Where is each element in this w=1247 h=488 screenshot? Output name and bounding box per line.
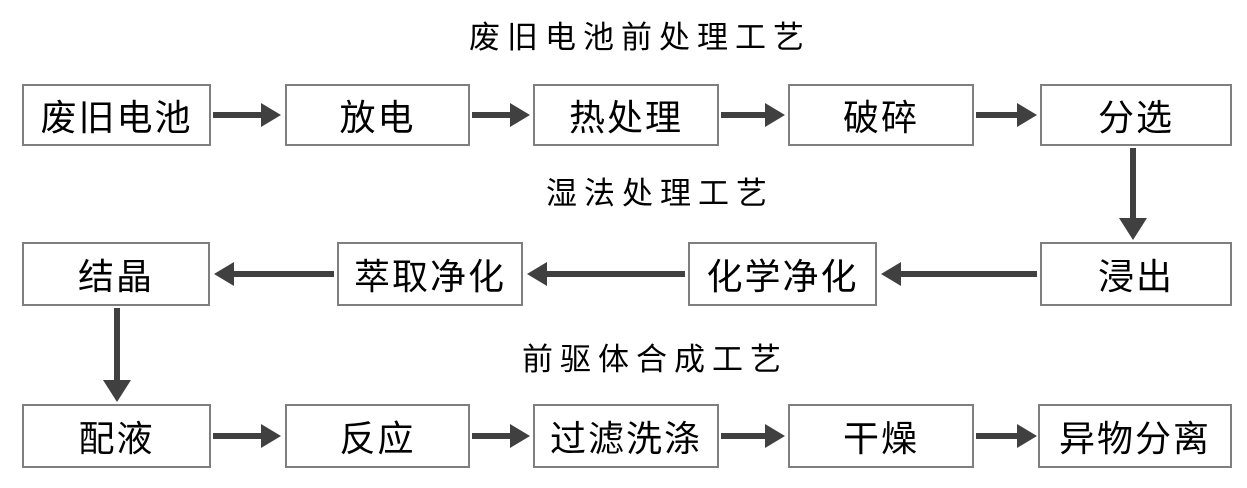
section-title-pretreatment: 废旧电池前处理工艺 bbox=[469, 20, 811, 56]
arrow-head bbox=[261, 424, 281, 448]
arrow-head bbox=[765, 103, 785, 127]
flow-box-reaction: 反应 bbox=[285, 404, 470, 468]
arrow-shaft bbox=[230, 271, 334, 277]
section-title-wet-processing: 湿法处理工艺 bbox=[546, 176, 774, 212]
arrow-head bbox=[1017, 424, 1037, 448]
arrow-shaft bbox=[976, 112, 1021, 118]
arrow-head bbox=[510, 103, 530, 127]
arrow-head bbox=[527, 262, 547, 286]
arrow-head bbox=[1017, 103, 1037, 127]
arrow-head bbox=[510, 424, 530, 448]
arrow-left-icon bbox=[881, 262, 1037, 286]
section-title-precursor-synthesis: 前驱体合成工艺 bbox=[522, 342, 788, 378]
arrow-right-icon bbox=[976, 424, 1037, 448]
arrow-right-icon bbox=[721, 424, 785, 448]
arrow-right-icon bbox=[213, 424, 281, 448]
arrow-right-icon bbox=[472, 103, 530, 127]
flow-box-waste-battery: 废旧电池 bbox=[22, 84, 211, 146]
arrow-shaft bbox=[897, 271, 1037, 277]
flow-box-solution-preparation: 配液 bbox=[22, 404, 211, 468]
flow-box-crushing: 破碎 bbox=[788, 84, 974, 146]
arrow-head bbox=[881, 262, 901, 286]
arrow-head bbox=[1119, 218, 1147, 240]
arrow-shaft bbox=[543, 271, 685, 277]
arrow-shaft bbox=[976, 433, 1021, 439]
arrow-head bbox=[214, 262, 234, 286]
arrow-shaft bbox=[721, 433, 769, 439]
arrow-head bbox=[103, 380, 131, 402]
arrow-shaft bbox=[1130, 148, 1136, 222]
arrow-down-icon bbox=[1119, 148, 1147, 240]
arrow-right-icon bbox=[721, 103, 785, 127]
arrow-right-icon bbox=[472, 424, 530, 448]
flow-box-discharge: 放电 bbox=[285, 84, 470, 146]
arrow-shaft bbox=[114, 308, 120, 384]
flow-box-heat-treatment: 热处理 bbox=[533, 84, 719, 146]
arrow-shaft bbox=[213, 112, 265, 118]
flow-box-foreign-matter-separation: 异物分离 bbox=[1038, 404, 1232, 468]
flow-box-drying: 干燥 bbox=[788, 404, 974, 468]
arrow-right-icon bbox=[976, 103, 1037, 127]
flow-box-extraction-purification: 萃取净化 bbox=[337, 242, 523, 306]
arrow-left-icon bbox=[527, 262, 685, 286]
arrow-down-icon bbox=[103, 308, 131, 402]
flow-box-crystallization: 结晶 bbox=[22, 242, 210, 306]
flow-box-filtration-washing: 过滤洗涤 bbox=[533, 404, 719, 468]
flow-box-leaching: 浸出 bbox=[1040, 242, 1232, 306]
flow-box-chemical-purification: 化学净化 bbox=[688, 242, 877, 306]
arrow-shaft bbox=[472, 112, 514, 118]
arrow-right-icon bbox=[213, 103, 281, 127]
arrow-head bbox=[765, 424, 785, 448]
arrow-shaft bbox=[472, 433, 514, 439]
arrow-left-icon bbox=[214, 262, 334, 286]
arrow-head bbox=[261, 103, 281, 127]
flow-box-sorting: 分选 bbox=[1040, 84, 1232, 146]
arrow-shaft bbox=[721, 112, 769, 118]
arrow-shaft bbox=[213, 433, 265, 439]
